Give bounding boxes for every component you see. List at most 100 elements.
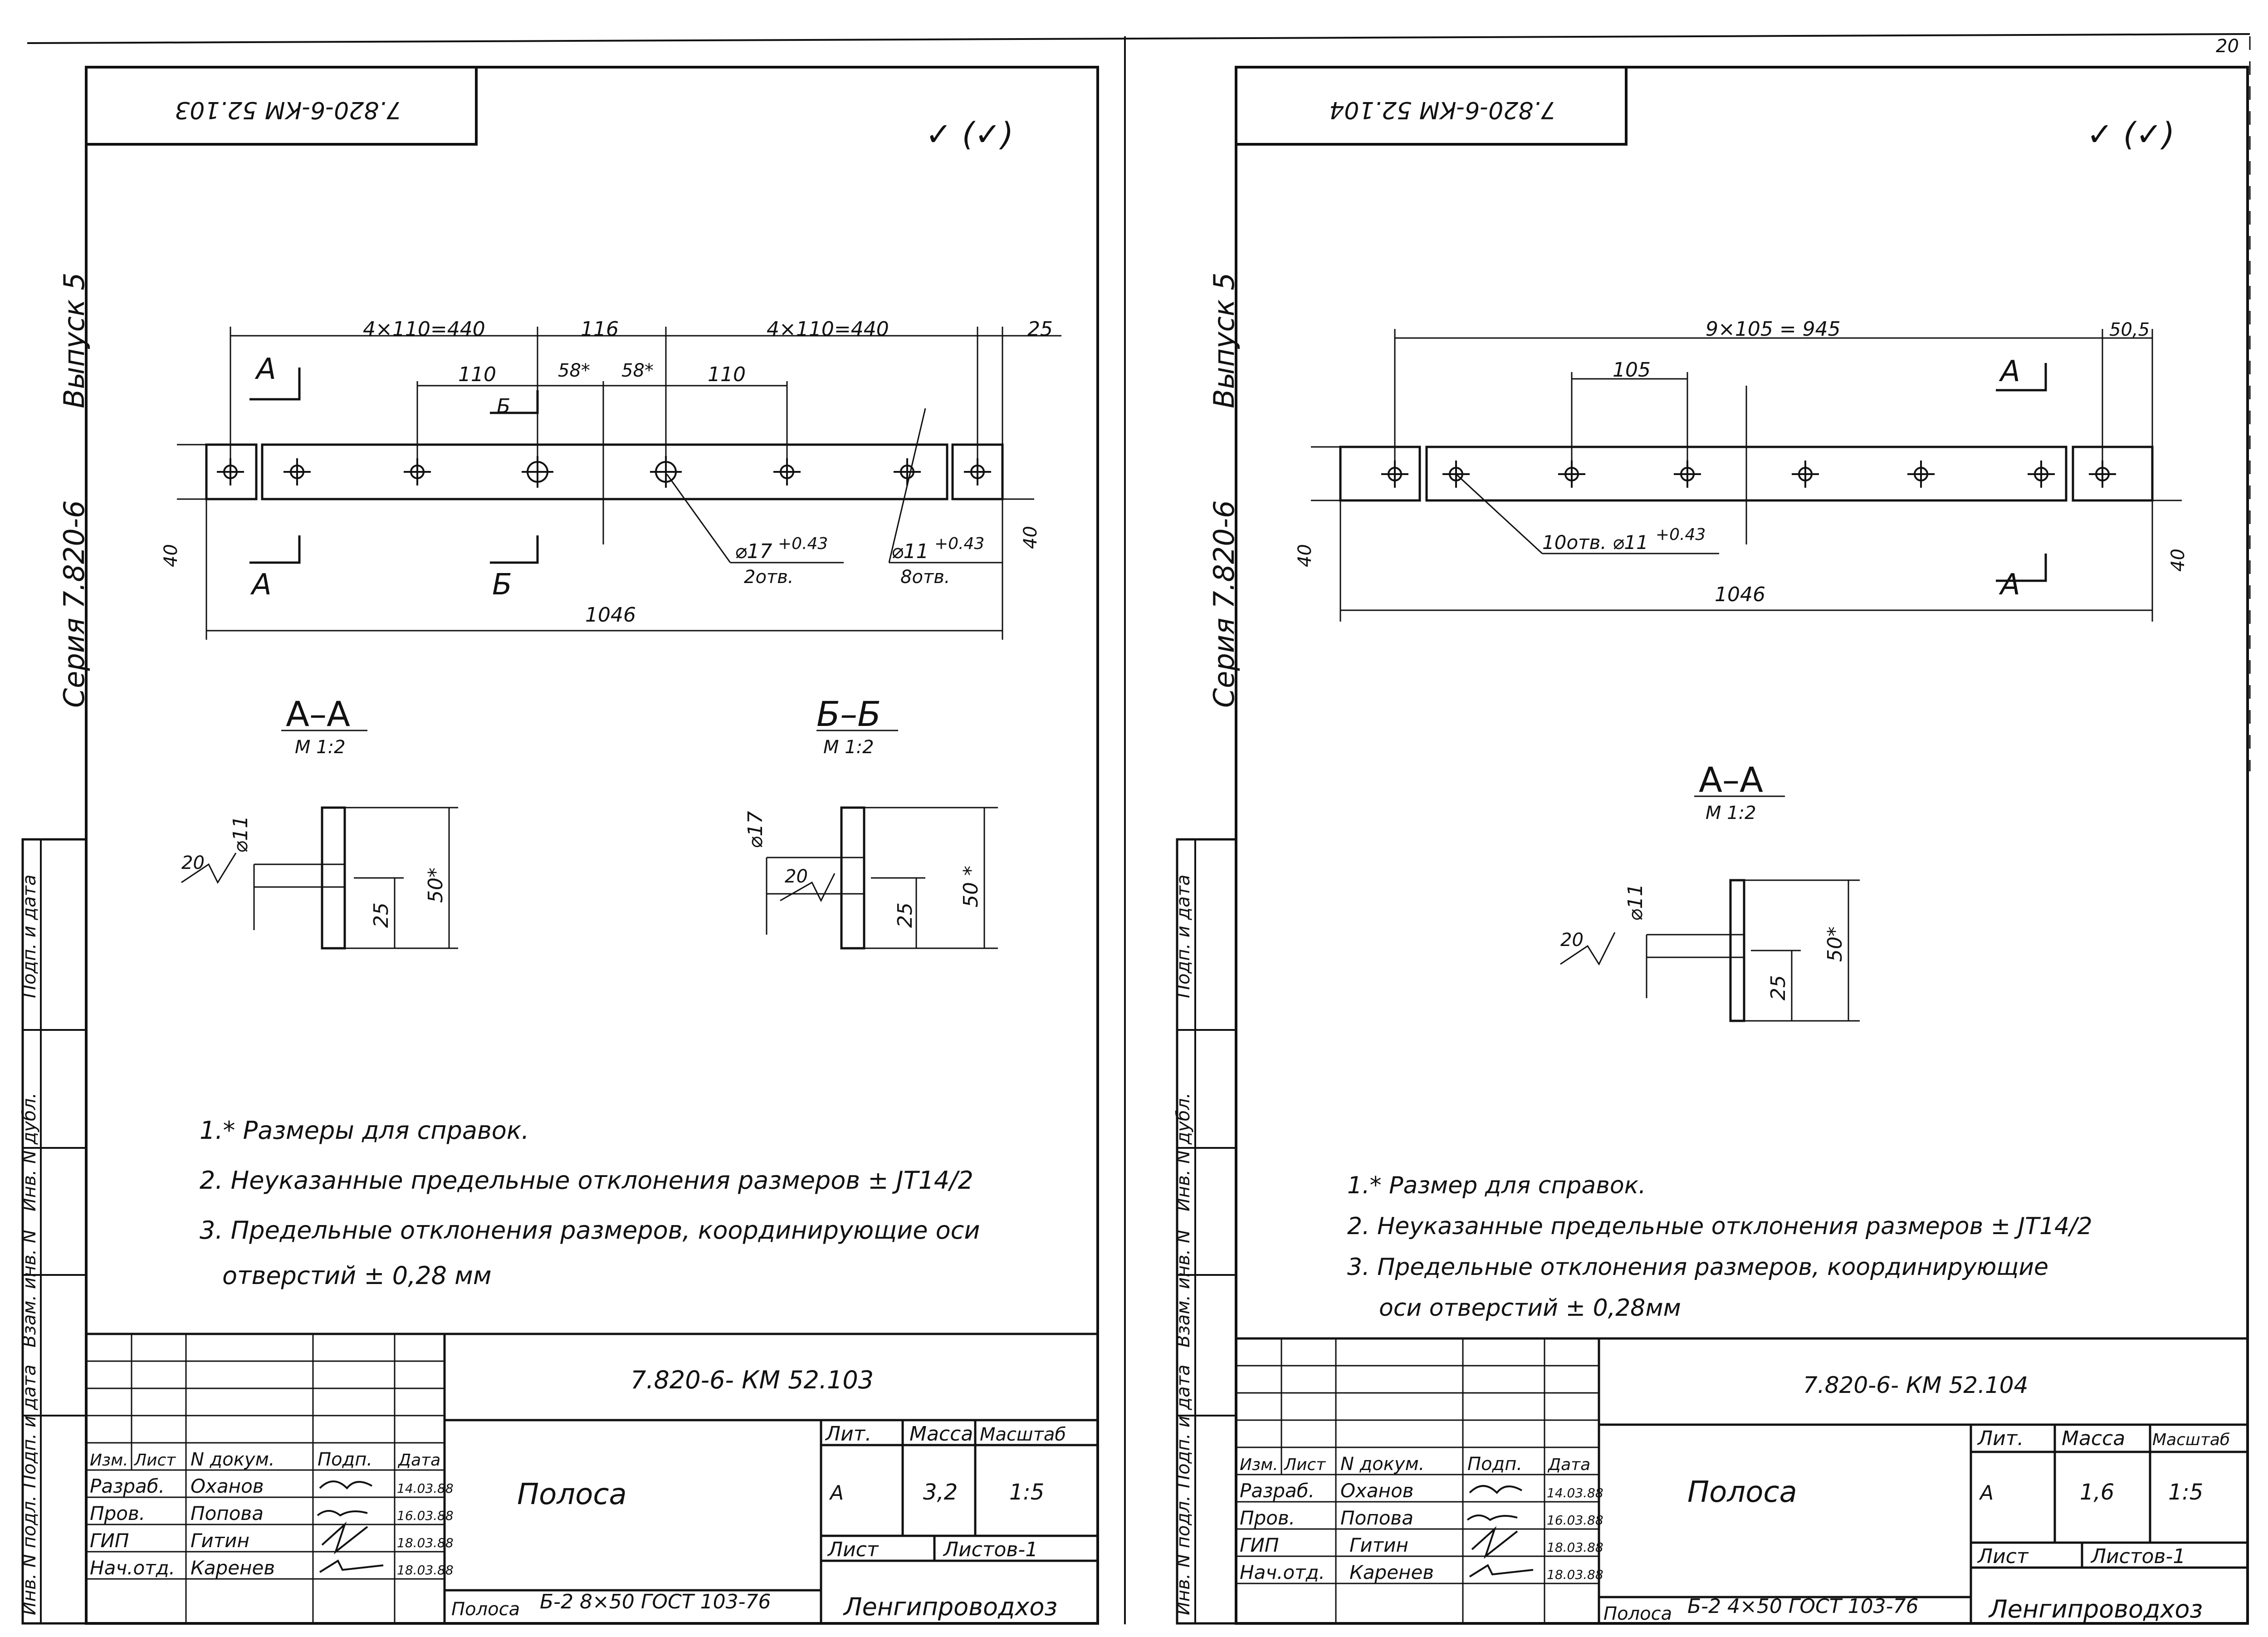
section-scale: М 1:2	[1706, 803, 1756, 823]
roughness-mark: ✓ (✓)	[2087, 116, 2175, 153]
top-scan-edge	[27, 33, 2250, 44]
side-stamp	[21, 838, 88, 1625]
section-title: А–А	[1699, 760, 1763, 800]
note-1: 1.* Размер для справок.	[1347, 1172, 1646, 1199]
stamp-podp-data-1: Подп. и дата	[19, 1365, 40, 1488]
tb-org: Ленгипроводхоз	[843, 1593, 1057, 1621]
hole-callout-11-tol: +0.43	[934, 534, 984, 553]
tb-name-3: Гитин	[191, 1529, 249, 1552]
tb-h-doc: N докум.	[1340, 1454, 1425, 1475]
cut-markers	[249, 368, 539, 564]
cut-label-b-top: Б	[497, 395, 510, 418]
cut-label-a-bottom: А	[1999, 568, 2020, 602]
tb-date-1: 14.03.88	[1547, 1485, 1603, 1500]
tb-part-name: Полоса	[517, 1478, 627, 1511]
signature-3	[321, 1521, 368, 1554]
tb-role-1: Разраб.	[1240, 1480, 1315, 1502]
tb-role-4: Нач.отд.	[90, 1557, 175, 1579]
tb-date-2: 16.03.88	[397, 1508, 454, 1523]
tb-sheet: Лист	[827, 1538, 879, 1561]
section-half: 25	[1767, 975, 1790, 1000]
stamp-inv-podl: Инв. N подл.	[19, 1495, 40, 1615]
tb-date-1: 14.03.88	[397, 1481, 454, 1496]
tb-name-2: Попова	[191, 1502, 264, 1524]
tb-material: Б-2 8×50 ГОСТ 103-76	[540, 1590, 771, 1613]
side-issue: Выпуск 5	[1207, 273, 1241, 408]
dim-height-left: 40	[161, 544, 181, 567]
note-1: 1.* Размеры для справок.	[200, 1116, 529, 1145]
section-height: 50*	[424, 868, 447, 903]
tb-sheet: Лист	[1977, 1545, 2029, 1568]
tb-h-date: Дата	[397, 1451, 440, 1470]
tb-material-prefix: Полоса	[1603, 1603, 1672, 1624]
signature-4	[1469, 1564, 1534, 1578]
stamp-vzam: Взам. инв. N	[1173, 1230, 1194, 1348]
tb-part-name: Полоса	[1687, 1475, 1797, 1509]
section-title: Б–Б	[816, 694, 881, 734]
dim-pitch-left: 110	[458, 363, 496, 386]
tb-mass: 1,6	[2080, 1480, 2114, 1505]
section-a-a: А–А М 1:2 20 ⌀11 25 50*	[181, 694, 458, 950]
section-half: 25	[894, 902, 917, 928]
tb-mass: 3,2	[923, 1480, 958, 1505]
tb-scale: 1:5	[2168, 1480, 2203, 1505]
tb-lit: А	[1979, 1481, 1994, 1505]
doc-code-mirrored: 7.820-6-КМ 52.104	[1329, 96, 1556, 123]
page-number: 20	[2216, 36, 2239, 57]
dim-total: 1046	[585, 603, 636, 627]
hole-callout-tol: +0.43	[1656, 525, 1706, 544]
section-dia: ⌀11	[1624, 884, 1647, 921]
hole-callout-11-qty: 8отв.	[900, 567, 950, 588]
tb-name-3: Гитин	[1349, 1534, 1408, 1556]
tb-material-prefix: Полоса	[451, 1599, 520, 1620]
dim-middle: 116	[581, 318, 619, 341]
stamp-podp-data-1: Подп. и дата	[1173, 1365, 1194, 1488]
dim-span: 9×105 = 945	[1706, 318, 1841, 341]
cut-label-a-top: А	[254, 353, 276, 386]
section-roughness: 20	[181, 853, 205, 873]
hole-callout-17-qty: 2отв.	[744, 567, 794, 588]
tb-date-3: 18.03.88	[397, 1535, 454, 1550]
section-height: 50 *	[959, 866, 982, 907]
stamp-inv-dubl: Инв. N дубл.	[19, 1093, 40, 1211]
tb-mass-label: Масса	[909, 1422, 973, 1446]
tb-h-sign: Подп.	[318, 1449, 372, 1470]
tb-mass-label: Масса	[2062, 1427, 2125, 1450]
doc-code-box	[85, 66, 478, 146]
signature-3	[1471, 1526, 1518, 1559]
dim-offset-b: 58*	[621, 360, 654, 381]
cut-markers	[1996, 363, 2047, 582]
tb-role-2: Пров.	[1240, 1507, 1295, 1529]
dim-end: 25	[1027, 318, 1053, 341]
section-title: А–А	[286, 694, 350, 734]
title-block	[86, 1333, 1098, 1623]
section-scale: М 1:2	[823, 737, 874, 758]
section-a-a: А–А М 1:2 20 ⌀11 25 50*	[1560, 760, 1860, 1022]
dim-height-right: 40	[2168, 549, 2189, 572]
hole-leaders	[666, 408, 1002, 564]
hole-leaders	[1455, 473, 1719, 554]
section-dia: ⌀17	[744, 811, 767, 848]
hole-callout-17: ⌀17	[735, 540, 772, 563]
tb-role-4: Нач.отд.	[1240, 1561, 1325, 1583]
tb-sheets: Листов-1	[2090, 1545, 2185, 1568]
tb-h-list: Лист	[133, 1451, 176, 1470]
stamp-vzam: Взам. инв. N	[19, 1230, 40, 1348]
dimension-lines	[1311, 329, 2182, 622]
tb-code: 7.820-6- КМ 52.104	[1803, 1372, 2028, 1398]
note-3-cont: оси отверстий ± 0,28мм	[1379, 1294, 1681, 1322]
signature-4	[319, 1559, 384, 1573]
tb-lit-label: Лит.	[825, 1422, 871, 1446]
sheet-left: 7.820-6-КМ 52.103 ✓ (✓) Серия 7.820-6 Вы…	[19, 66, 1099, 1625]
tb-name-1: Оханов	[1340, 1480, 1414, 1502]
tb-role-2: Пров.	[90, 1502, 145, 1524]
tb-date-3: 18.03.88	[1547, 1540, 1603, 1555]
section-scale: М 1:2	[295, 737, 346, 758]
dim-pitch: 105	[1613, 358, 1651, 382]
strip-plan-view	[205, 443, 1004, 500]
signature-1	[319, 1480, 372, 1490]
section-b-b: Б–Б М 1:2 20 ⌀17 25 50 *	[744, 694, 998, 950]
cut-label-a-bottom: А	[250, 568, 272, 602]
tb-role-1: Разраб.	[90, 1475, 165, 1497]
